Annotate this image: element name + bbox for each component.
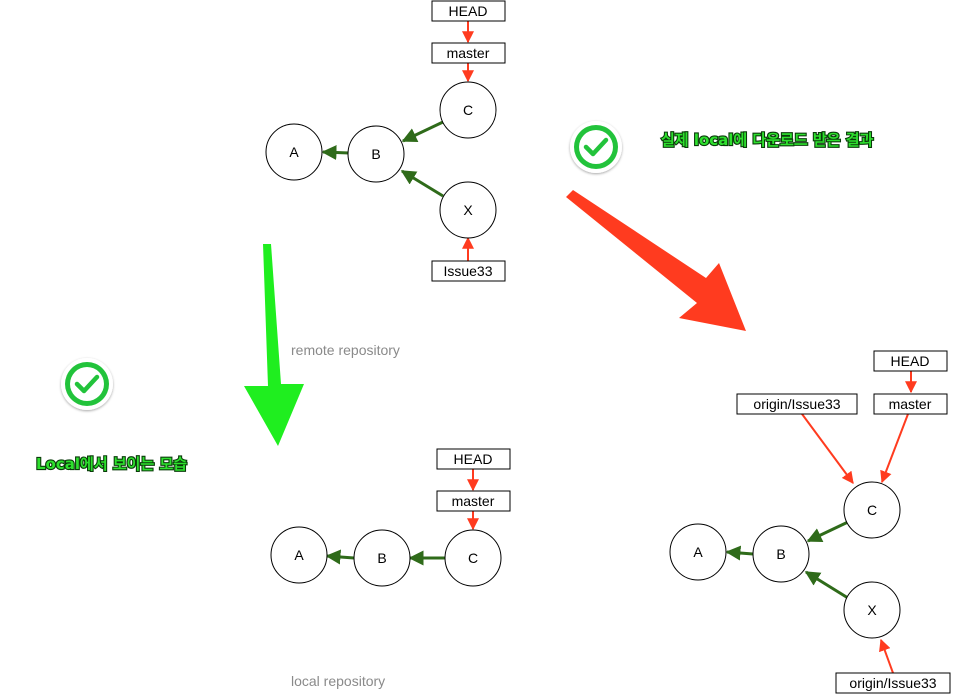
head-ref: HEAD: [431, 0, 506, 22]
commit-node: X: [439, 181, 497, 239]
edge-x-to-b: [400, 169, 444, 198]
svg-text:master: master: [447, 45, 490, 61]
commit-label: B: [776, 546, 785, 562]
commit-label: C: [463, 102, 473, 118]
svg-text:origin/Issue33: origin/Issue33: [849, 675, 936, 691]
master-ref: master: [873, 393, 948, 415]
issue33-ref: Issue33: [431, 260, 506, 282]
commit-node: A: [270, 526, 328, 584]
master-ref: master: [431, 42, 506, 64]
commit-node: B: [353, 529, 411, 587]
head-ref: HEAD: [436, 448, 511, 470]
edge-b-to-a: [725, 545, 754, 561]
commit-node: C: [444, 529, 502, 587]
remote-graph: A B C X HEAD master Issue33 remote repos…: [265, 0, 506, 358]
commit-label: B: [377, 550, 386, 566]
edge-x-to-b: [804, 570, 849, 600]
svg-text:master: master: [889, 396, 932, 412]
local-graph: A B C HEAD master local repository: [270, 448, 511, 689]
master-ref: master: [436, 490, 511, 512]
head-ref: HEAD: [873, 350, 948, 372]
commit-label: A: [289, 144, 299, 160]
commit-label: B: [371, 146, 380, 162]
big-red-arrow: [566, 190, 746, 331]
svg-text:origin/Issue33: origin/Issue33: [753, 396, 840, 412]
commit-label: X: [867, 602, 877, 618]
origin-issue33-ref: origin/Issue33: [736, 393, 858, 415]
svg-text:Issue33: Issue33: [443, 263, 492, 279]
origin-issue33-ref: origin/Issue33: [835, 672, 951, 694]
commit-node: A: [265, 123, 323, 181]
commit-node: X: [843, 581, 901, 639]
edge-b-to-a: [321, 145, 350, 161]
commit-node: B: [347, 125, 405, 183]
ref-origin-to-x: [879, 638, 894, 674]
commit-node: C: [439, 81, 497, 139]
check-badge-icon: [61, 358, 113, 410]
commit-label: C: [867, 502, 877, 518]
svg-text:HEAD: HEAD: [891, 353, 930, 369]
downloaded-graph: A B C X HEAD master origin/Issue33 ori: [669, 350, 951, 694]
big-green-arrow: [244, 244, 304, 446]
commit-node: C: [843, 481, 901, 539]
edge-b-to-a: [325, 549, 355, 565]
commit-label: X: [463, 202, 473, 218]
downloaded-heading: 실제 local에 다운로드 받은 결과: [661, 131, 873, 149]
ref-origin-to-c: [801, 413, 854, 484]
edge-c-to-b: [806, 520, 849, 543]
remote-caption: remote repository: [291, 342, 400, 358]
commit-node: B: [752, 525, 810, 583]
commit-label: A: [294, 547, 304, 563]
commit-label: C: [468, 550, 478, 566]
check-badge-icon: [570, 121, 622, 173]
edge-c-to-b: [401, 120, 444, 143]
local-heading: Local에서 보이는 모습: [36, 455, 187, 473]
ref-master-to-c: [880, 413, 909, 484]
commit-node: A: [669, 523, 727, 581]
svg-text:HEAD: HEAD: [454, 451, 493, 467]
svg-text:master: master: [452, 493, 495, 509]
svg-text:HEAD: HEAD: [449, 3, 488, 19]
commit-label: A: [693, 544, 703, 560]
local-caption: local repository: [291, 673, 385, 689]
